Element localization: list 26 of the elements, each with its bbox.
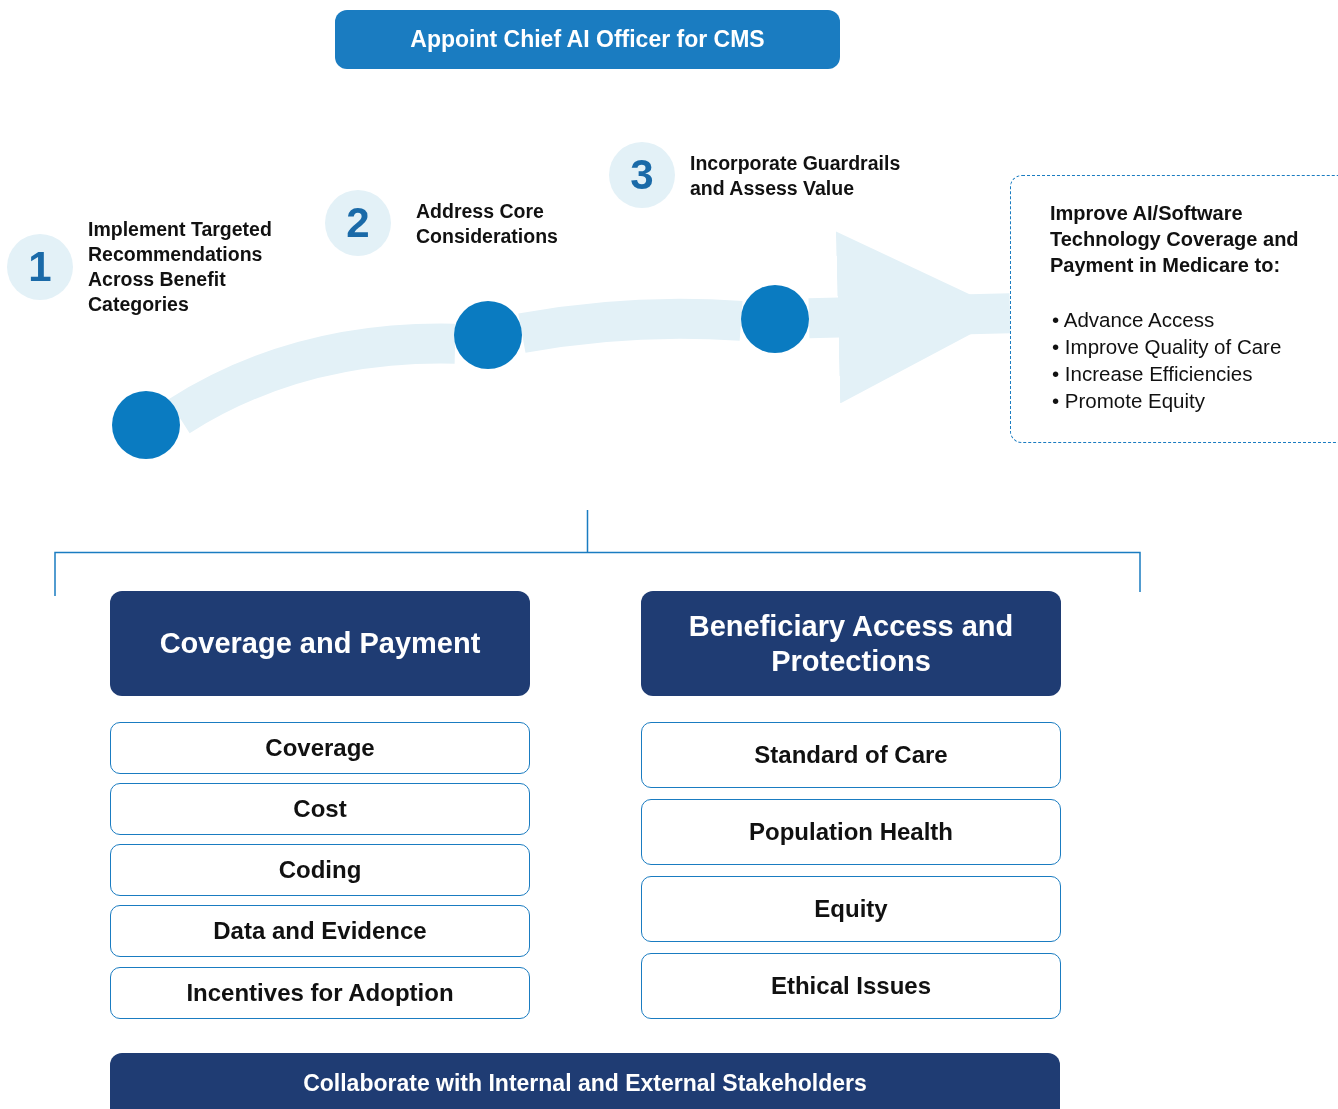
bullet-item: • Increase Efficiencies bbox=[1052, 361, 1254, 387]
step-number-badge: 1 bbox=[7, 234, 73, 300]
goal-heading: Improve AI/Software Technology Coverage and Payment in Medicare to: bbox=[1050, 201, 1300, 278]
step-number-badge: 2 bbox=[325, 190, 391, 256]
topic-box: Cost bbox=[110, 783, 530, 835]
topic-box: Coding bbox=[110, 844, 530, 896]
arrow bbox=[808, 231, 1011, 404]
topic-box: Data and Evidence bbox=[110, 905, 530, 957]
step-number-badge: 3 bbox=[609, 142, 675, 208]
step-label: Incorporate Guardrails and Assess Value bbox=[690, 151, 902, 201]
topic-box: Ethical Issues bbox=[641, 953, 1061, 1019]
topic-box: Incentives for Adoption bbox=[110, 967, 530, 1019]
bullet-item: • Advance Access bbox=[1052, 307, 1216, 333]
topic-box: Equity bbox=[641, 876, 1061, 942]
footer-banner: Collaborate with Internal and External Stakeholders bbox=[110, 1053, 1060, 1109]
bullet-item: • Promote Equity bbox=[1052, 388, 1207, 414]
step-label: Address Core Considerations bbox=[416, 199, 559, 249]
category-header: Beneficiary Access and Protections bbox=[641, 591, 1061, 696]
action-banner: Appoint Chief AI Officer for CMS bbox=[335, 10, 840, 69]
topic-box: Coverage bbox=[110, 722, 530, 774]
topic-box: Standard of Care bbox=[641, 722, 1061, 788]
step-label: Implement Targeted Recommendations Across Benefit Categories bbox=[88, 217, 273, 317]
category-header: Coverage and Payment bbox=[110, 591, 530, 696]
bullet-item: • Improve Quality of Care bbox=[1052, 334, 1283, 360]
goal-box bbox=[1010, 175, 1338, 443]
topic-box: Population Health bbox=[641, 799, 1061, 865]
